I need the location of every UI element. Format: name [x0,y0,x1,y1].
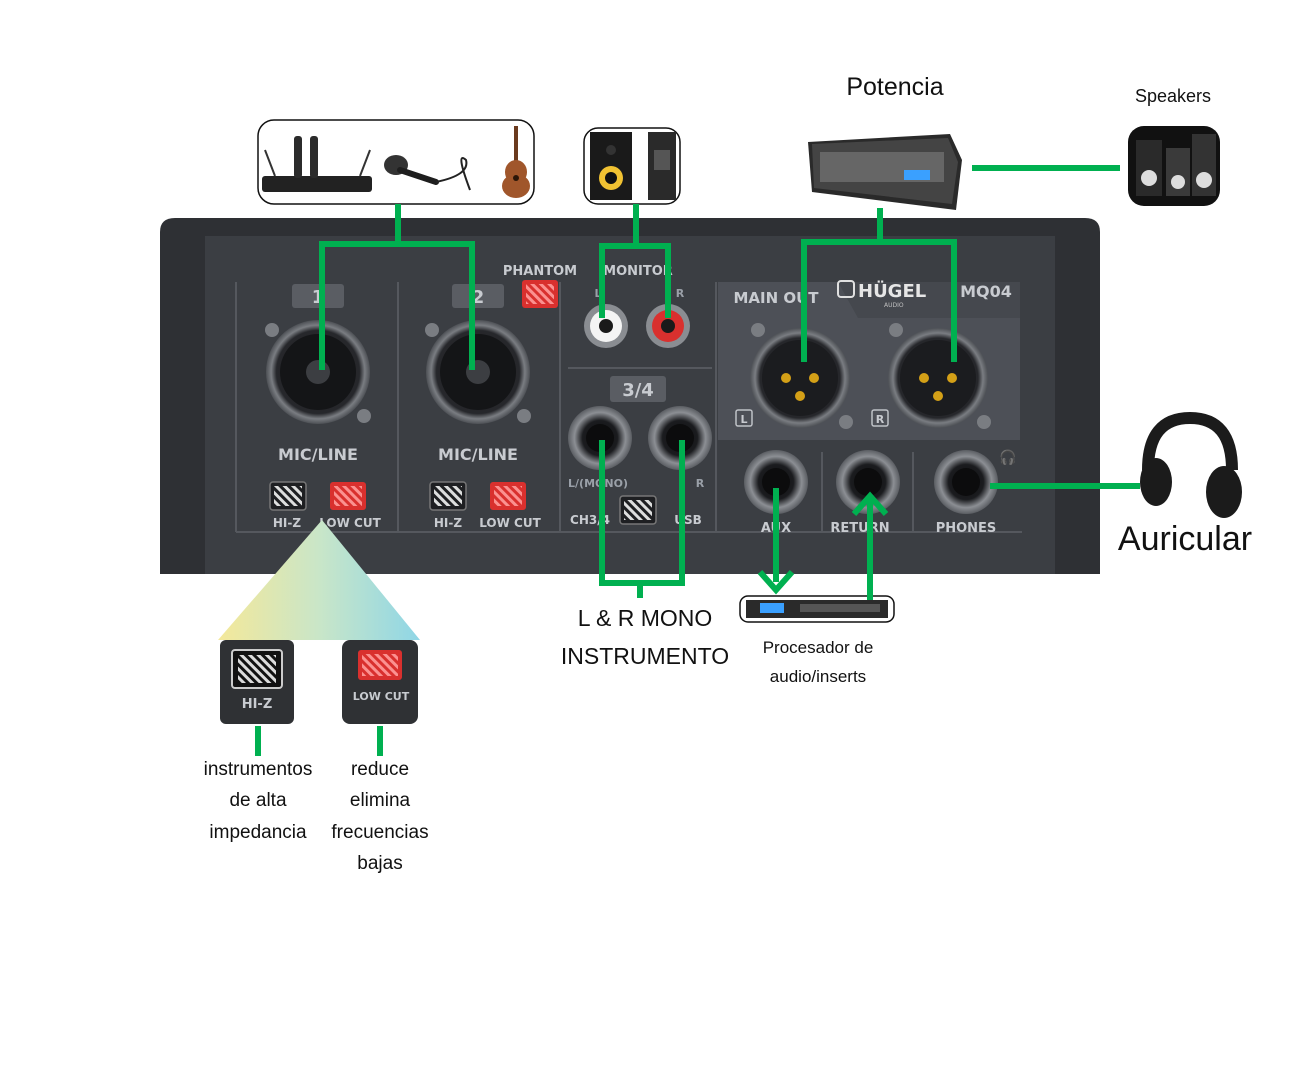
lowcut-desc-line: reduce [350,759,410,780]
hiz-large-label: HI-Z [242,697,273,712]
ch1-plate [292,284,344,308]
microphone-icon [384,155,471,191]
procesador-line1: Procesador de [762,638,874,657]
ukulele-icon [502,126,530,198]
ch3-jack[interactable] [568,406,632,470]
monitor-l-rca-jack[interactable] [584,304,628,348]
lowcut-desc-line: elimina [349,790,411,812]
brand-sub: AUDIO [884,302,904,309]
lowcut-description: reduce elimina frecuencias bajas [322,754,438,879]
l-mono-label: L/(MONO) [568,477,628,490]
return-label: RETURN [830,521,889,536]
brand-logo: HÜGEL AUDIO [837,280,926,309]
headphones-device [1140,411,1242,518]
phantom-label: PHANTOM [503,264,577,279]
usb-label: USB [674,513,702,527]
ch34-label: 3/4 [622,380,654,401]
ch34-plate [610,376,666,402]
procesador-caption: Procesador de audio/inserts [740,634,896,692]
mono-line1: L & R MONO [577,605,713,631]
auricular-label: Auricular [1117,520,1253,558]
ch34-usb-switch[interactable] [619,495,657,525]
connection-lines [255,165,1140,756]
monitor-speaker-device [583,127,681,205]
ch1-hiz-label: HI-Z [273,516,301,530]
combo-jack-ch1[interactable] [265,320,371,424]
power-mixer-device [808,134,962,210]
ch1-lowcut-button[interactable] [330,482,366,510]
monitor-l-label: L [594,287,601,300]
aux-send-arrow [757,488,795,595]
audio-processor-device [739,595,895,623]
combo-jack-ch2[interactable] [425,320,531,424]
lowcut-desc-line: bajas [357,853,403,875]
return-jack[interactable] [836,450,900,514]
monitor-label: MONITOR [603,264,673,279]
lowcut-large-label: LOW CUT [353,690,410,703]
mono-instrument-caption: L & R MONO INSTRUMENTO [560,600,730,676]
speakers-label: Speakers [1134,86,1212,106]
speakers-device [1128,126,1220,206]
wireless-receiver-icon [262,136,372,192]
phantom-button[interactable] [522,280,558,308]
model-label: MQ04 [960,282,1012,301]
ch1-hiz-button[interactable] [269,481,307,511]
hiz-desc-line: impedancia [209,821,307,843]
ch2-hiz-label: HI-Z [434,516,462,530]
hiz-desc-line: instrumentos [203,759,313,780]
main-out-label: MAIN OUT [733,289,819,307]
ch4-r-label: R [696,477,705,490]
mono-line2: INSTRUMENTO [560,642,730,669]
headphone-icon: 🎧 [999,449,1016,466]
main-out-l-label: L [740,413,747,426]
zoom-highlight [218,520,420,640]
mixer-panel: 1 2 MIC/LINE MIC/LINE HI-Z [160,218,1100,574]
ch2-lowcut-label: LOW CUT [479,516,541,530]
hiz-desc-line: de alta [229,790,287,812]
monitor-r-rca-jack[interactable] [646,304,690,348]
inputs-device-group [257,119,535,205]
potencia-label: Potencia [846,73,944,101]
hiz-button-large: HI-Z [220,640,294,724]
ch2-lowcut-button[interactable] [490,482,526,510]
procesador-line2: audio/inserts [769,666,867,686]
ch2-plate [452,284,504,308]
main-out-r-label: R [876,413,885,426]
ch1-mic-line-label: MIC/LINE [278,445,358,464]
phones-label: PHONES [936,521,997,536]
lowcut-button-large: LOW CUT [342,640,418,724]
ch2-mic-line-label: MIC/LINE [438,445,518,464]
ch2-hiz-button[interactable] [429,481,467,511]
phones-jack[interactable] [934,450,998,514]
lowcut-desc-line: frecuencias [331,821,429,843]
ch4-jack[interactable] [648,406,712,470]
brand-name: HÜGEL [858,280,926,302]
return-arrow [851,491,889,600]
main-out-l-xlr[interactable] [750,323,853,429]
ch1-lowcut-label: LOW CUT [319,516,381,530]
monitor-r-label: R [676,287,685,300]
hiz-description: instrumentos de alta impedancia [192,754,324,848]
aux-jack[interactable] [744,450,808,514]
